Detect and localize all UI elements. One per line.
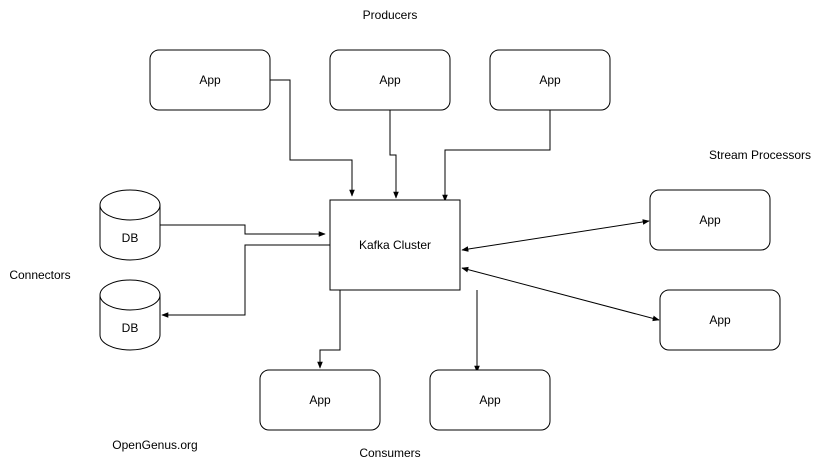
stream-processor-app-node: App	[659, 289, 781, 351]
producer-2-to-cluster-edge	[389, 110, 399, 199]
node-label: App	[539, 73, 561, 87]
cluster-stream-processor-1-edge	[461, 219, 650, 252]
node-label: App	[709, 313, 731, 327]
cluster-label: Kafka Cluster	[359, 238, 431, 252]
db-1-to-cluster-edge	[160, 224, 326, 237]
stream-processor-app-node: App	[649, 189, 771, 251]
node-label: App	[199, 73, 221, 87]
consumers-label: Consumers	[359, 446, 420, 460]
credit-label: OpenGenus.org	[112, 438, 197, 452]
producers-label: Producers	[363, 8, 418, 22]
cluster-stream-processor-2-edge	[461, 266, 660, 322]
connectors-label: Connectors	[9, 268, 70, 282]
db-label: DB	[122, 231, 139, 245]
producer-app-node: App	[329, 49, 451, 111]
node-label: App	[379, 73, 401, 87]
producer-1-to-cluster-edge	[270, 79, 355, 197]
producer-app-node: App	[149, 49, 271, 111]
kafka-cluster-node: Kafka Cluster	[329, 199, 461, 291]
stream-processors-label: Stream Processors	[709, 148, 811, 162]
cluster-to-db-2-edge	[161, 244, 330, 318]
cluster-to-consumer-1-edge	[317, 290, 341, 369]
database-cylinder-icon: DB	[99, 279, 161, 351]
node-label: App	[479, 393, 501, 407]
producer-app-node: App	[489, 49, 611, 111]
consumer-app-node: App	[429, 369, 551, 431]
node-label: App	[699, 213, 721, 227]
node-label: App	[309, 393, 331, 407]
producer-3-to-cluster-edge	[442, 110, 551, 202]
database-cylinder-icon: DB	[99, 189, 161, 261]
consumer-app-node: App	[259, 369, 381, 431]
db-label: DB	[122, 321, 139, 335]
